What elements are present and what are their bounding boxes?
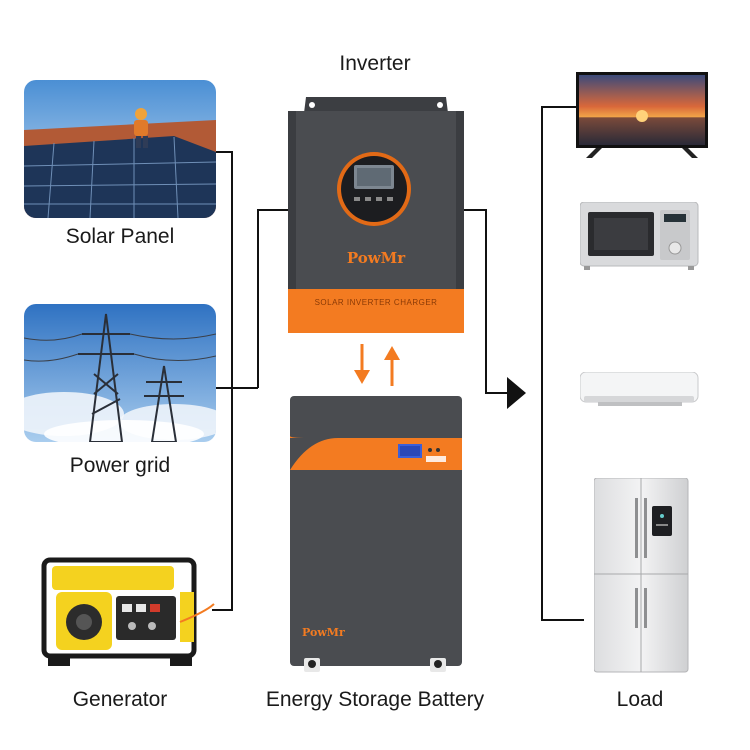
power-grid-label: Power grid xyxy=(69,454,171,477)
worker-figure xyxy=(134,108,148,148)
microwave-image xyxy=(580,202,700,272)
battery-label: Energy Storage Battery xyxy=(265,688,485,711)
generator-label: Generator xyxy=(72,688,168,711)
inverter-label: Inverter xyxy=(339,52,411,75)
solar-panel-connector xyxy=(212,151,233,611)
battery-brand-logo: PowMr xyxy=(302,626,345,639)
power-grid-image xyxy=(24,304,216,442)
inverter-output-connector xyxy=(462,209,508,394)
load-label: Load xyxy=(616,688,664,711)
solar-panel-label: Solar Panel xyxy=(65,225,175,248)
inverter-brand-logo: PowMr xyxy=(346,249,406,267)
solar-panel-image xyxy=(24,80,216,218)
inverter-input-connector xyxy=(257,209,292,388)
battery-device: PowMr xyxy=(290,396,462,676)
output-arrow-icon xyxy=(507,377,526,409)
air-conditioner-image xyxy=(580,372,700,412)
charge-discharge-arrows-icon xyxy=(354,344,400,386)
generator-image xyxy=(30,552,216,672)
inverter-device: PowMr SOLAR INVERTER CHARGER xyxy=(288,97,464,333)
refrigerator-image xyxy=(594,478,690,676)
tv-image xyxy=(576,72,708,162)
load-bus xyxy=(541,106,584,621)
inverter-band-text: SOLAR INVERTER CHARGER xyxy=(314,298,438,307)
